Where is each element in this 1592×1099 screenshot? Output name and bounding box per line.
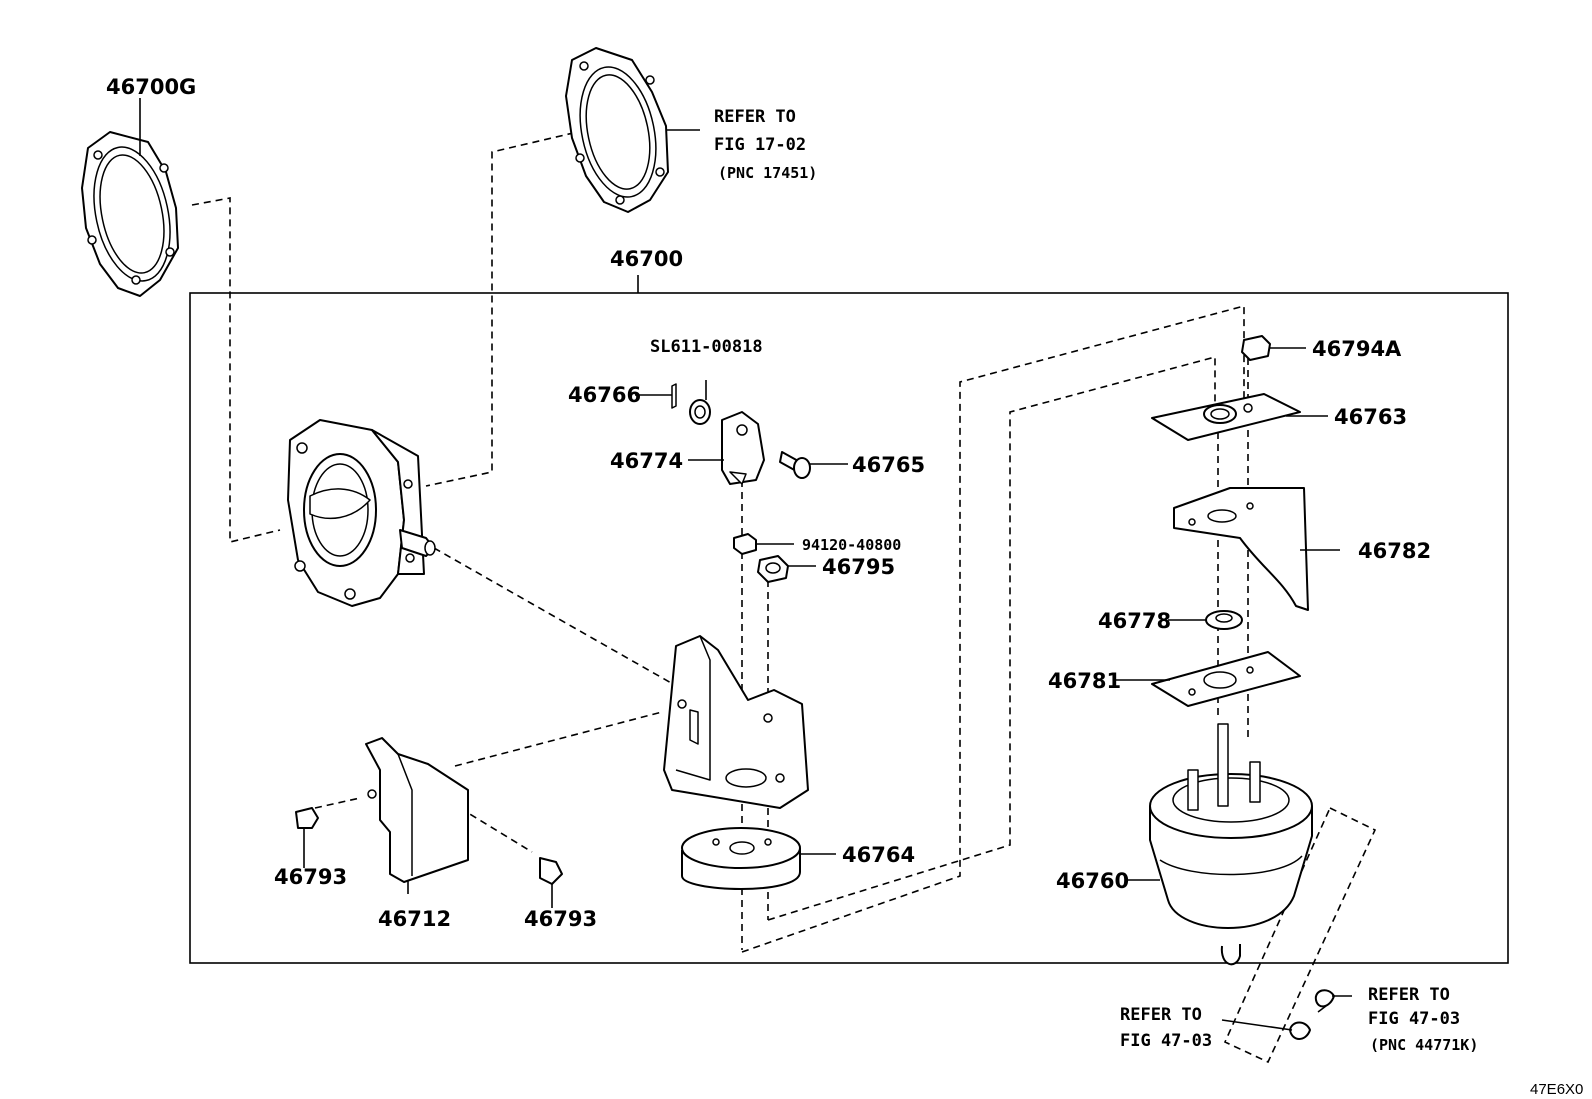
plate-46712 xyxy=(365,737,469,883)
label-46782: 46782 xyxy=(1358,539,1431,563)
refer-bottom-right-line3: (PNC 44771K) xyxy=(1370,1036,1478,1054)
refer-top-line2: FIG 17-02 xyxy=(714,135,806,155)
gasket-46700G xyxy=(81,131,179,297)
label-46763: 46763 xyxy=(1334,405,1407,429)
refer-bottom-left-line1: REFER TO xyxy=(1120,1005,1202,1025)
bushing-46778 xyxy=(1205,610,1243,630)
label-46795: 46795 xyxy=(822,555,895,579)
label-46700G: 46700G xyxy=(106,75,196,99)
label-46781: 46781 xyxy=(1048,669,1121,693)
label-46766: 46766 xyxy=(568,383,641,407)
refer-top-line1: REFER TO xyxy=(714,107,796,127)
screw-46793-right xyxy=(539,857,563,908)
label-46764: 46764 xyxy=(842,843,915,867)
label-46712: 46712 xyxy=(378,907,451,931)
refer-bottom-right-line1: REFER TO xyxy=(1368,985,1450,1005)
bracket xyxy=(663,635,809,809)
refer-bottom-left-line2: FIG 47-03 xyxy=(1120,1031,1212,1051)
plate-46763 xyxy=(1151,393,1301,441)
label-46760: 46760 xyxy=(1056,869,1129,893)
shield-46782 xyxy=(1173,487,1309,611)
nut-94120-40800 xyxy=(733,533,757,555)
nut-46795 xyxy=(757,555,789,583)
refer-bottom-right-line2: FIG 47-03 xyxy=(1368,1009,1460,1029)
lever-46774 xyxy=(721,411,765,485)
label-46774: 46774 xyxy=(610,449,683,473)
label-46765: 46765 xyxy=(852,453,925,477)
label-46794A: 46794A xyxy=(1312,337,1402,361)
throttle-body xyxy=(287,419,436,607)
leader-lines xyxy=(139,98,1352,1031)
label-SL611-00818: SL611-00818 xyxy=(650,337,763,357)
hose-clip-left xyxy=(1289,1021,1311,1040)
label-46778: 46778 xyxy=(1098,609,1171,633)
plate-46781 xyxy=(1151,651,1301,707)
nut-46794A xyxy=(1241,335,1271,361)
refer-top-line3: (PNC 17451) xyxy=(718,164,817,182)
label-94120-40800: 94120-40800 xyxy=(802,536,901,554)
pin-46765 xyxy=(779,451,811,479)
hose-clip-right xyxy=(1314,989,1335,1013)
assembly-frame-46700 xyxy=(189,292,1509,964)
label-46793-right: 46793 xyxy=(524,907,597,931)
clip-46766 xyxy=(635,383,677,409)
label-46793-left: 46793 xyxy=(274,865,347,889)
figure-code: 47E6X0 xyxy=(1530,1081,1583,1098)
actuator-46760 xyxy=(1149,723,1313,966)
screw-46793-left xyxy=(295,807,319,868)
washer-SL611-00818 xyxy=(689,399,711,425)
cushion-46764 xyxy=(681,827,801,890)
label-46700: 46700 xyxy=(610,247,683,271)
gasket-ref-17451 xyxy=(565,47,669,213)
